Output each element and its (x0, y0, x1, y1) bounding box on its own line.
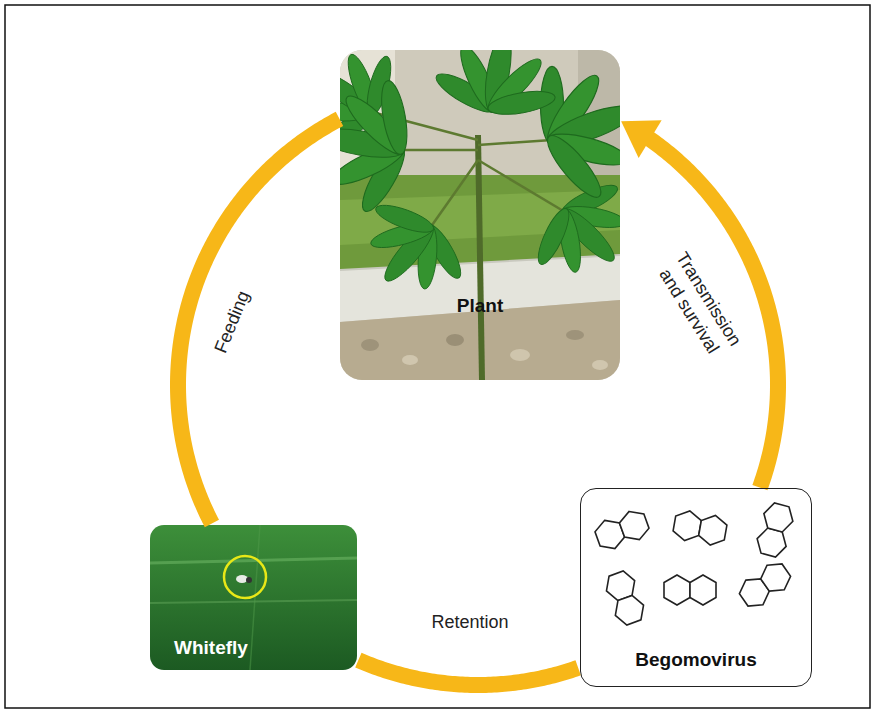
edge-label: Transmission and survival (648, 241, 751, 368)
cycle-arc (644, 135, 778, 488)
node-label: Plant (457, 295, 503, 318)
begomovirus-box: Begomovirus (580, 488, 812, 687)
cycle-arc (358, 660, 578, 685)
node-label: Whitefly (174, 637, 248, 660)
edge-label: Retention (431, 611, 508, 634)
edge-label: Feeding (209, 288, 254, 357)
plant-box: Plant (340, 50, 620, 380)
retention-arrow (358, 660, 578, 685)
cycle-arc (178, 119, 339, 524)
transmission-arrow (621, 120, 778, 487)
frame-border (5, 5, 870, 708)
virus-particles (580, 488, 812, 687)
whitefly-photo (150, 525, 357, 670)
node-label: Begomovirus (635, 649, 756, 672)
arrow-head (621, 120, 661, 158)
whitefly-box: Whitefly (150, 525, 357, 670)
feeding-arrow (178, 119, 339, 524)
plant-photo (340, 50, 620, 380)
